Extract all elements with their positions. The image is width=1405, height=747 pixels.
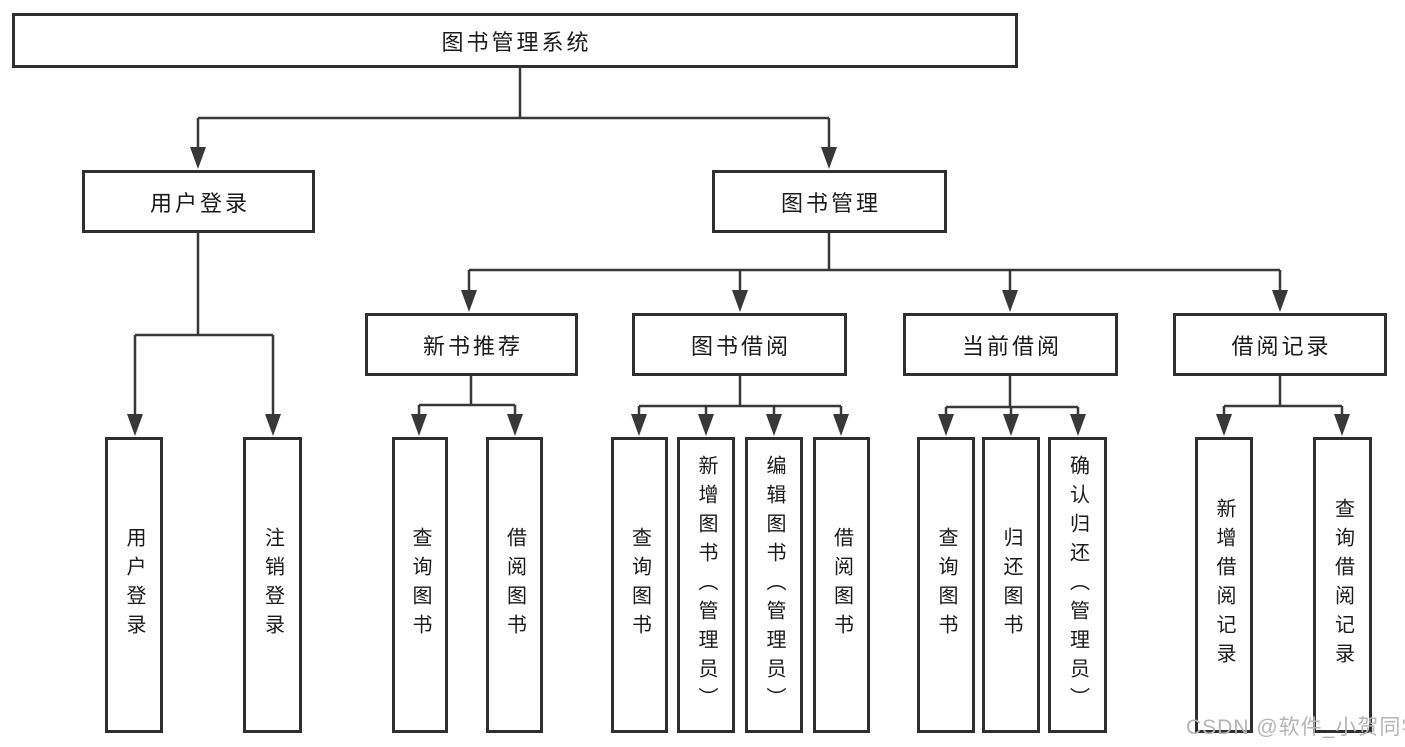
leaf-add-borrow-record: 新增借阅记录 <box>1195 437 1253 733</box>
connector-new-book-rec-to-children <box>417 376 517 419</box>
leaf-add-books-admin: 新增图书（管理员） <box>677 437 735 733</box>
leaf-add-borrow-record-label: 新增借阅记录 <box>1213 498 1235 672</box>
node-new-book-recommend: 新书推荐 <box>365 313 578 376</box>
leaf-add-books-admin-label: 新增图书（管理员） <box>695 454 717 716</box>
leaf-query-books-3: 查询图书 <box>917 437 975 733</box>
leaf-borrow-books-1: 借阅图书 <box>486 437 543 733</box>
node-current-borrowing: 当前借阅 <box>903 313 1118 376</box>
leaf-edit-books-admin: 编辑图书（管理员） <box>745 437 803 733</box>
leaf-user-login-label: 用户登录 <box>123 527 145 643</box>
node-book-borrowing-label: 图书借阅 <box>690 333 791 359</box>
leaf-confirm-return-admin: 确认归还（管理员） <box>1048 437 1107 733</box>
leaf-query-borrow-record-label: 查询借阅记录 <box>1331 498 1354 672</box>
leaf-query-books-3-label: 查询图书 <box>935 527 957 643</box>
node-current-borrowing-label: 当前借阅 <box>961 333 1062 359</box>
leaf-query-books-1: 查询图书 <box>392 437 448 733</box>
node-book-borrowing: 图书借阅 <box>632 313 847 376</box>
watermark: CSDN @软件_小贺同学 <box>1186 716 1405 739</box>
connector-current-borrow-to-children <box>944 376 1080 419</box>
connector-borrow-record-to-children <box>1222 376 1344 419</box>
leaf-logout-label: 注销登录 <box>261 527 284 643</box>
leaf-confirm-return-admin-label: 确认归还（管理员） <box>1066 454 1089 716</box>
leaf-edit-books-admin-label: 编辑图书（管理员） <box>763 454 785 716</box>
node-user-login: 用户登录 <box>82 170 315 233</box>
node-new-book-recommend-label: 新书推荐 <box>422 333 523 359</box>
leaf-query-borrow-record: 查询借阅记录 <box>1313 437 1372 733</box>
leaf-query-books-2-label: 查询图书 <box>628 527 651 643</box>
leaf-return-books-label: 归还图书 <box>1000 527 1022 643</box>
leaf-logout: 注销登录 <box>243 437 302 733</box>
leaf-borrow-books-1-label: 借阅图书 <box>503 527 526 643</box>
node-root: 图书管理系统 <box>12 13 1018 68</box>
connector-root-to-level2 <box>196 68 831 152</box>
leaf-return-books: 归还图书 <box>982 437 1040 733</box>
leaf-user-login: 用户登录 <box>105 437 163 733</box>
leaf-borrow-books-2: 借阅图书 <box>813 437 870 733</box>
node-book-management: 图书管理 <box>712 170 947 233</box>
node-borrow-records: 借阅记录 <box>1173 313 1387 376</box>
arrowheads <box>127 147 1350 436</box>
leaf-query-books-1-label: 查询图书 <box>409 527 431 643</box>
connector-book-mgmt-to-children <box>467 233 1282 295</box>
node-root-label: 图书管理系统 <box>441 29 592 55</box>
node-borrow-records-label: 借阅记录 <box>1231 333 1332 359</box>
node-book-management-label: 图书管理 <box>780 190 881 216</box>
connector-user-login-to-children <box>133 233 275 419</box>
leaf-borrow-books-2-label: 借阅图书 <box>830 527 853 643</box>
connector-book-borrow-to-children <box>637 376 843 419</box>
leaf-query-books-2: 查询图书 <box>611 437 668 733</box>
node-user-login-label: 用户登录 <box>149 190 250 216</box>
